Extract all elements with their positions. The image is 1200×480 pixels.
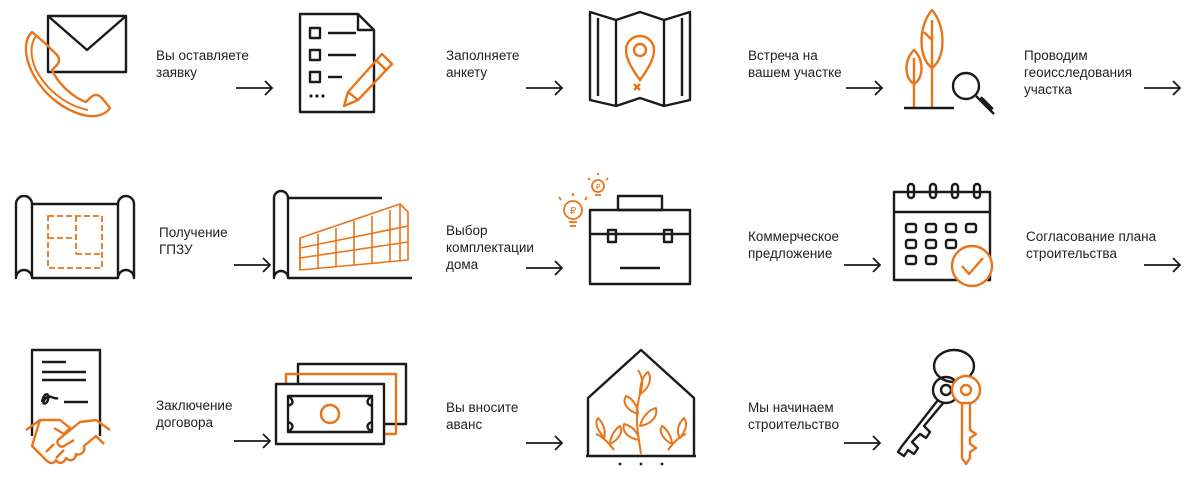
calendar-check-icon xyxy=(892,182,996,290)
contract-handshake-icon xyxy=(24,348,112,470)
arrow-right-icon xyxy=(844,435,882,451)
briefcase-ideas-icon: ₽ ₽ xyxy=(558,172,694,288)
arrow-right-icon xyxy=(1144,257,1182,273)
svg-text:₽: ₽ xyxy=(570,206,577,217)
arrow-right-icon xyxy=(234,433,272,449)
keys-icon xyxy=(894,346,998,468)
arrow-right-icon xyxy=(236,80,274,96)
arrow-right-icon xyxy=(526,260,564,276)
banknotes-icon xyxy=(274,362,410,448)
arrow-right-icon xyxy=(234,257,272,273)
map-pin-icon xyxy=(588,8,692,108)
svg-text:₽: ₽ xyxy=(596,183,601,191)
arrow-right-icon xyxy=(526,435,564,451)
greenhouse-plant-icon xyxy=(584,346,698,470)
house-blueprint-icon xyxy=(272,189,414,286)
blueprint-plan-icon xyxy=(14,194,136,286)
form-checklist-icon xyxy=(296,10,398,114)
arrow-right-icon xyxy=(844,257,882,273)
arrow-right-icon xyxy=(526,80,564,96)
trees-magnifier-icon xyxy=(898,6,1002,118)
arrow-right-icon xyxy=(1144,80,1182,96)
phone-envelope-icon xyxy=(18,10,130,120)
arrow-right-icon xyxy=(846,80,884,96)
